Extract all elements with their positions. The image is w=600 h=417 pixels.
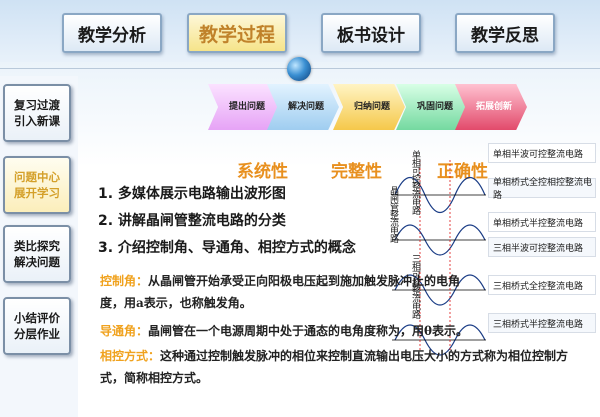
- waveform-label: 三相可控整流电路: [410, 254, 420, 318]
- feature-complete: 完整性: [331, 162, 382, 182]
- sidebar-item-problem-center[interactable]: 问题中心展开学习: [3, 156, 71, 214]
- circuit-item[interactable]: 单相半波可控整流电路: [488, 143, 596, 163]
- list-item: 1. 多媒体展示电路输出波形图: [98, 186, 286, 202]
- sidebar-item-analogy[interactable]: 类比探究解决问题: [3, 225, 71, 283]
- list-item: 3. 介绍控制角、导通角、相控方式的概念: [98, 240, 356, 256]
- sidebar-item-review[interactable]: 复习过渡引入新课: [3, 84, 71, 142]
- feature-systematic: 系统性: [237, 162, 288, 182]
- list-item: 2. 讲解晶闸管整流电路的分类: [98, 213, 286, 229]
- waveform-label: 单相可控整流电路: [410, 150, 420, 214]
- definition-term: 相控方式：: [100, 349, 161, 363]
- definition-phase-control: 相控方式：这种通过控制触发脉冲的相位来控制直流输出电压大小的方式称为相位控制方式…: [100, 345, 570, 389]
- process-step-summarize[interactable]: 归纳问题: [333, 84, 405, 130]
- tab-teaching-reflection[interactable]: 教学反思: [455, 13, 555, 53]
- waveform-label: 晶闸管整流电路: [388, 186, 398, 242]
- circuit-item[interactable]: 三相桥式半控整流电路: [488, 313, 596, 333]
- waveform-graphic: [392, 160, 486, 356]
- circuit-item[interactable]: 单相桥式半控整流电路: [488, 212, 596, 232]
- circuit-item[interactable]: 单相桥式全控相控整流电路: [488, 178, 596, 201]
- process-step-solve[interactable]: 解决问题: [267, 84, 339, 130]
- process-step-raise[interactable]: 提出问题: [208, 84, 280, 130]
- tab-teaching-process[interactable]: 教学过程: [187, 13, 287, 53]
- tab-teaching-analysis[interactable]: 教学分析: [62, 13, 162, 53]
- definition-text: 从晶闸管开始承受正向阳极电压起到施加触发脉冲止的电角度，用a表示，也称触发角。: [100, 274, 461, 310]
- definition-control-angle: 控制角：从晶闸管开始承受正向阳极电压起到施加触发脉冲止的电角度，用a表示，也称触…: [100, 270, 480, 314]
- definition-text: 晶闸管在一个电源周期中处于通态的电角度称为，用θ表示。: [148, 324, 469, 338]
- sidebar-item-summary[interactable]: 小结评价分层作业: [3, 297, 71, 355]
- definition-term: 控制角：: [100, 274, 149, 288]
- globe-icon: [287, 57, 311, 81]
- definition-conduction-angle: 导通角：晶闸管在一个电源周期中处于通态的电角度称为，用θ表示。: [100, 320, 570, 342]
- process-step-extend[interactable]: 拓展创新: [455, 84, 527, 130]
- definition-term: 导通角：: [100, 324, 149, 338]
- circuit-item[interactable]: 三相半波可控整流电路: [488, 237, 596, 257]
- circuit-item[interactable]: 三相桥式全控整流电路: [488, 275, 596, 295]
- process-step-consolidate[interactable]: 巩固问题: [396, 84, 468, 130]
- waveform-area: 晶闸管整流电路 单相可控整流电路 三相可控整流电路: [380, 150, 488, 356]
- definition-text: 这种通过控制触发脉冲的相位来控制直流输出电压大小的方式称为相位控制方式，简称相控…: [100, 349, 569, 385]
- tab-board-design[interactable]: 板书设计: [321, 13, 421, 53]
